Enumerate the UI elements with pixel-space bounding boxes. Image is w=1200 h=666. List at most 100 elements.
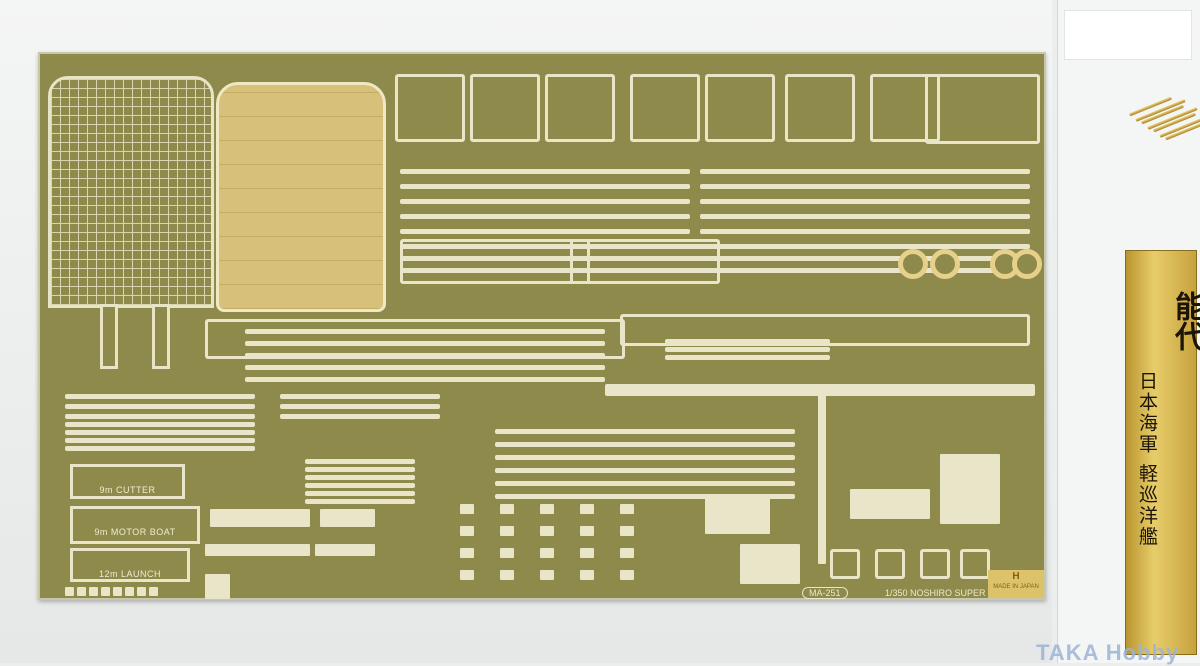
etched-part: [700, 214, 1030, 219]
etched-part: [470, 74, 540, 142]
watermark: TAKA Hobby: [1036, 640, 1180, 665]
etched-part: [580, 548, 594, 558]
etched-part: [875, 549, 905, 579]
etched-part: [570, 239, 720, 284]
ring-part: [930, 249, 960, 279]
etched-part: [700, 184, 1030, 189]
photo-etch-fret: 9m CUTTER 9m MOTOR BOAT 12m LAUNCH MA-25…: [38, 52, 1046, 600]
etched-part: [785, 74, 855, 142]
etched-part: [400, 229, 690, 234]
etched-part: [495, 429, 795, 434]
etched-part: [870, 74, 940, 142]
etched-part: [620, 548, 634, 558]
etched-part: [395, 74, 465, 142]
etched-part: [65, 422, 255, 427]
etched-part: [400, 244, 1030, 249]
etched-part: [705, 74, 775, 142]
etched-part: [280, 414, 440, 419]
etched-part: [500, 548, 514, 558]
etched-part: [705, 494, 770, 534]
boat-motor-boat: 9m MOTOR BOAT: [70, 506, 200, 544]
etched-part: [315, 544, 375, 556]
hasegawa-logo-mark: H: [1012, 571, 1020, 582]
etched-part: [500, 526, 514, 536]
etched-part: [460, 570, 474, 580]
etched-part: [925, 74, 1040, 144]
etched-part: [137, 587, 146, 596]
etched-part: [940, 454, 1000, 524]
etched-part: [400, 214, 690, 219]
etched-part: [495, 455, 795, 460]
sheet-title: 1/350 NOSHIRO SUPER: [885, 588, 986, 598]
etched-part: [305, 499, 415, 504]
etched-part: [65, 438, 255, 443]
etched-part: [255, 509, 310, 527]
etched-part: [460, 548, 474, 558]
etched-part: [580, 526, 594, 536]
etched-part: [280, 394, 440, 399]
etched-part: [320, 509, 375, 527]
etched-part: [245, 377, 605, 382]
etched-part: [65, 404, 255, 409]
boat-gutter-cutter: 9m CUTTER: [70, 464, 185, 499]
etched-part: [740, 544, 800, 584]
etched-part: [65, 394, 255, 399]
etched-part: [818, 384, 826, 564]
etched-part: [125, 587, 134, 596]
nameplate: 能代 日本海軍 軽巡洋艦: [1125, 250, 1200, 655]
etched-part: [305, 467, 415, 472]
product-code: MA-251: [802, 587, 848, 599]
etched-part: [960, 549, 990, 579]
etched-part: [89, 587, 98, 596]
etched-part: [210, 509, 265, 527]
etched-part: [495, 494, 795, 499]
etched-part: [245, 341, 605, 346]
etched-part: [77, 587, 86, 596]
hasegawa-logo: H MADE IN JAPAN: [988, 570, 1044, 598]
etched-part: [620, 570, 634, 580]
etched-part: [540, 526, 554, 536]
ship-type: 日本海軍 軽巡洋艦: [1136, 371, 1158, 548]
etched-part: [245, 365, 605, 370]
part-leg: [100, 304, 118, 369]
etched-part: [65, 446, 255, 451]
etched-part: [245, 353, 605, 358]
etched-part: [250, 544, 310, 556]
etched-part: [305, 491, 415, 496]
etched-part: [620, 314, 1030, 346]
etched-part: [65, 587, 74, 596]
etched-part: [700, 199, 1030, 204]
etched-part: [665, 347, 830, 352]
etched-part: [495, 442, 795, 447]
etched-part: [920, 549, 950, 579]
etched-part: [245, 329, 605, 334]
etched-part: [500, 504, 514, 514]
etched-part: [149, 587, 158, 596]
etched-part: [305, 483, 415, 488]
etched-part: [830, 549, 860, 579]
etched-part: [460, 504, 474, 514]
etched-part: [400, 239, 590, 284]
etched-part: [400, 199, 690, 204]
etched-part: [101, 587, 110, 596]
etched-part: [700, 169, 1030, 174]
etched-part: [495, 468, 795, 473]
made-in-label: MADE IN JAPAN: [993, 584, 1039, 590]
pouch-seal: [1064, 10, 1192, 60]
etched-part: [400, 169, 690, 174]
ship-name: 能代: [1169, 291, 1200, 351]
brass-deck-part: [216, 82, 386, 312]
etched-part: [540, 504, 554, 514]
etched-part: [495, 481, 795, 486]
etched-part: [665, 355, 830, 360]
etched-part: [540, 570, 554, 580]
ring-part: [1012, 249, 1042, 279]
etched-part: [305, 459, 415, 464]
etched-part: [620, 526, 634, 536]
etched-part: [540, 548, 554, 558]
etched-part: [205, 319, 625, 359]
etched-part: [400, 184, 690, 189]
ring-part: [898, 249, 928, 279]
etched-part: [580, 570, 594, 580]
etched-part: [630, 74, 700, 142]
